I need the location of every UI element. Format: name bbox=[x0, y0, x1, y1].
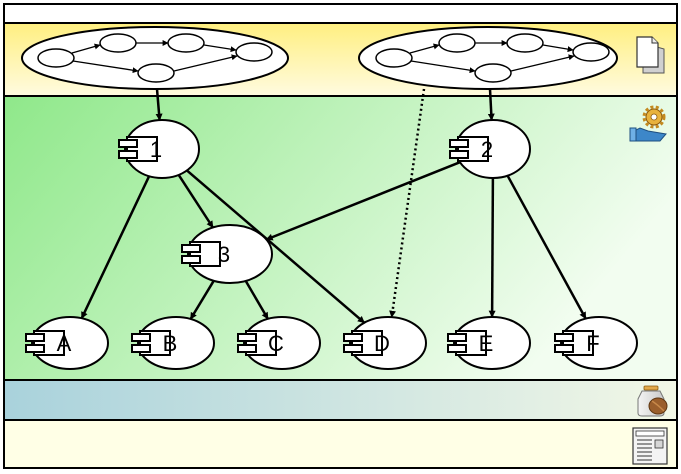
component-E: E bbox=[447, 316, 531, 370]
document-icon bbox=[636, 36, 665, 74]
component-icon bbox=[449, 136, 489, 162]
workflow-right bbox=[358, 26, 618, 90]
component-3-label: 3 bbox=[218, 242, 230, 267]
component-B: B bbox=[131, 316, 215, 370]
component-C: C bbox=[237, 316, 321, 370]
gear-hand-icon bbox=[629, 105, 667, 142]
component-F-label: F bbox=[586, 331, 599, 356]
component-icon bbox=[343, 330, 383, 356]
edge-1-to-3 bbox=[177, 174, 214, 229]
server-icon bbox=[632, 427, 668, 465]
component-2-ellipse bbox=[455, 119, 531, 179]
component-3: 3 bbox=[181, 224, 273, 284]
component-2-label: 2 bbox=[481, 137, 493, 162]
component-icon bbox=[25, 330, 65, 356]
edge-1-to-A bbox=[80, 175, 151, 319]
top-strip bbox=[3, 3, 678, 24]
edge-workflow-right-to-2 bbox=[487, 88, 495, 121]
edges bbox=[80, 88, 587, 324]
edge-1-to-D bbox=[186, 169, 366, 324]
edge-2-to-E bbox=[488, 177, 496, 318]
component-D-label: D bbox=[374, 331, 390, 356]
component-E-label: E bbox=[479, 331, 494, 356]
component-A-label: A bbox=[57, 331, 72, 356]
component-A: A bbox=[25, 316, 109, 370]
component-1-label: 1 bbox=[150, 137, 162, 162]
resource-layer bbox=[3, 379, 678, 421]
component-1: 1 bbox=[118, 119, 200, 179]
component-F: F bbox=[554, 316, 638, 370]
edge-2-to-3 bbox=[265, 161, 461, 241]
component-nodes: 1 2 3A B C D E F bbox=[25, 119, 638, 370]
workflow-left bbox=[21, 26, 289, 90]
component-B-label: B bbox=[163, 331, 178, 356]
edge-workflow-right-to-D bbox=[389, 88, 426, 318]
component-D: D bbox=[343, 316, 427, 370]
component-icon bbox=[118, 136, 158, 162]
component-icon bbox=[447, 330, 487, 356]
edge-workflow-left-to-1 bbox=[155, 88, 163, 121]
edge-3-to-C bbox=[244, 280, 269, 320]
component-icon bbox=[237, 330, 277, 356]
component-icon bbox=[131, 330, 171, 356]
component-C-label: C bbox=[268, 331, 284, 356]
edge-2-to-F bbox=[506, 175, 587, 320]
component-2: 2 bbox=[449, 119, 531, 179]
component-icon bbox=[554, 330, 594, 356]
component-icon bbox=[181, 241, 221, 267]
component-3-ellipse bbox=[187, 224, 273, 284]
component-1-ellipse bbox=[124, 119, 200, 179]
jar-icon bbox=[637, 385, 668, 417]
edge-3-to-B bbox=[189, 280, 215, 320]
infrastructure-layer bbox=[3, 419, 678, 469]
